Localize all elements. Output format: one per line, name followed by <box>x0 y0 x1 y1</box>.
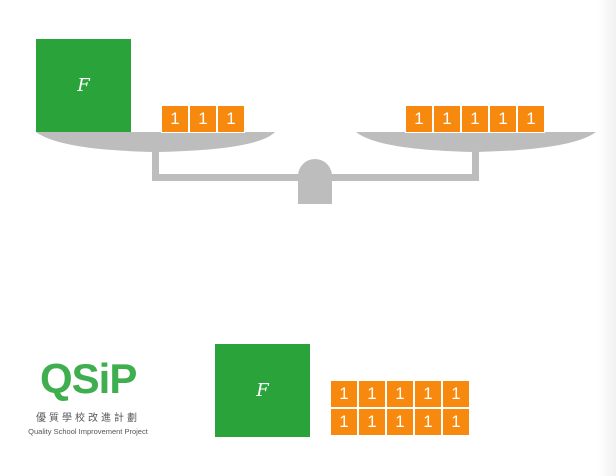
unit-block: 1 <box>330 380 358 408</box>
box-label: F <box>256 380 269 401</box>
unit-block: 1 <box>461 105 489 133</box>
unit-block: 1 <box>442 408 470 436</box>
left-pan <box>36 132 275 152</box>
logo-english-name: Quality School Improvement Project <box>28 427 148 436</box>
unit-block: 1 <box>414 408 442 436</box>
unit-block: 1 <box>161 105 189 133</box>
fulcrum <box>298 159 332 204</box>
right-hanger <box>472 150 479 181</box>
logo-chinese-name: 優質學校改進計劃 <box>36 413 140 424</box>
unit-block: 1 <box>405 105 433 133</box>
right-edge-shade <box>598 0 616 476</box>
unit-block: 1 <box>330 408 358 436</box>
unit-block: 1 <box>358 380 386 408</box>
unit-block: 1 <box>358 408 386 436</box>
unit-block: 1 <box>489 105 517 133</box>
unit-block: 1 <box>442 380 470 408</box>
logo-mark: QSiP <box>40 355 137 402</box>
left-hanger <box>152 150 159 181</box>
unknown-box-f-bottom: F <box>215 344 310 437</box>
unit-block: 1 <box>386 408 414 436</box>
right-pan <box>356 132 596 152</box>
unit-block: 1 <box>189 105 217 133</box>
unit-block: 1 <box>386 380 414 408</box>
unknown-box-f: F <box>36 39 131 132</box>
qsip-logo: QSiP 優質學校改進計劃 Quality School Improvement… <box>28 358 148 440</box>
unit-block: 1 <box>414 380 442 408</box>
unit-block: 1 <box>517 105 545 133</box>
unit-block: 1 <box>433 105 461 133</box>
unit-block: 1 <box>217 105 245 133</box>
box-label: F <box>77 75 90 96</box>
